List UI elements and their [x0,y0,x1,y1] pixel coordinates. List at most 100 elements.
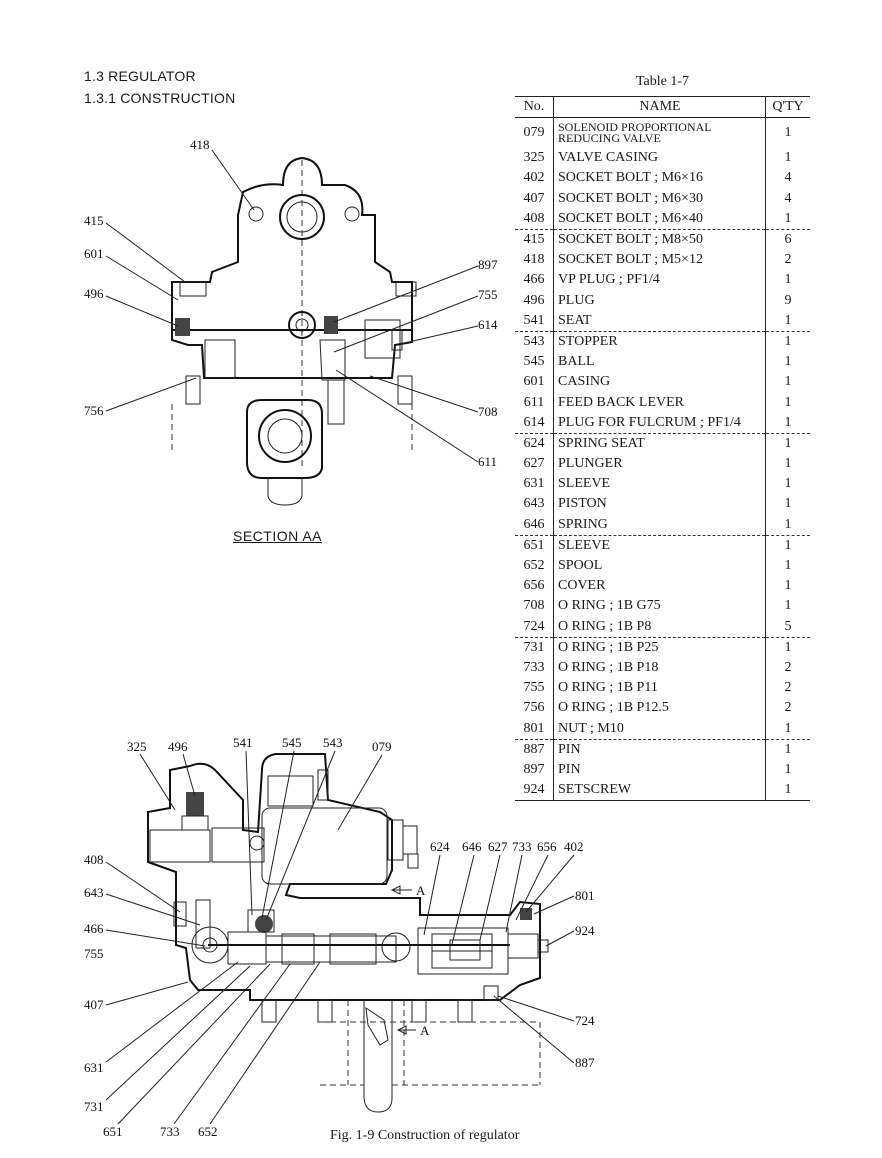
part-number-cell: 624 [515,433,554,454]
part-name-cell: O RING ; 1B G75 [558,598,661,614]
part-qty-cell: 1 [765,555,810,577]
callout-611: 611 [478,454,497,469]
table-header-row: No. NAME Q'TY [515,95,810,119]
part-name-cell: O RING ; 1B P12.5 [558,700,669,716]
part-number-cell: 652 [515,555,554,577]
callout-545: 545 [282,735,302,750]
part-qty-cell: 1 [765,352,810,373]
part-number-cell: 627 [515,454,554,475]
callout-801: 801 [575,888,595,903]
part-qty-cell: 1 [765,392,810,413]
part-qty-cell: 1 [765,454,810,475]
part-name-cell: BALL [558,354,595,370]
part-qty-cell: 1 [765,208,810,230]
part-name-cell: PLUG FOR FULCRUM ; PF1/4 [553,412,766,434]
callout-541: 541 [233,735,253,750]
part-name-cell: VALVE CASING [558,150,658,166]
part-name-cell: SOCKET BOLT ; M6×16 [558,170,703,186]
callout-543: 543 [323,735,343,750]
part-name-cell: PIN [558,761,581,777]
part-name-cell: SOLENOID PROPORTIONAL REDUCING VALVE [558,120,712,146]
callout-402: 402 [564,839,584,854]
part-number-cell: 079 [515,117,554,149]
part-number-cell: 643 [515,494,554,515]
callout-651: 651 [103,1124,123,1139]
section-heading: 1.3 REGULATOR [84,68,196,84]
part-qty-cell: 1 [765,514,810,536]
section-aa-label: SECTION AA [233,528,323,544]
callout-756: 756 [84,403,104,418]
callout-755-main: 755 [84,946,104,961]
part-name-cell: SPOOL [558,558,603,574]
part-number-cell: 543 [515,331,554,353]
part-name-cell: SPRING [553,514,766,536]
section-marker-a-top: A [416,883,426,898]
part-name-cell: SOCKET BOLT ; M6×30 [558,190,703,206]
callout-733-bottom: 733 [160,1124,180,1139]
part-qty-cell: 4 [765,188,810,209]
callout-646: 646 [462,839,482,854]
part-qty-cell: 1 [765,310,810,332]
callout-079: 079 [372,739,392,754]
part-number-cell: 656 [515,576,554,597]
part-number-cell: 418 [515,250,554,271]
part-number-cell: 496 [515,290,554,311]
part-number-cell: 631 [515,474,554,495]
part-qty-cell: 1 [765,412,810,434]
part-qty-cell: 2 [765,657,810,679]
header-no: No. [515,95,554,119]
part-name-cell: VP PLUG ; PF1/4 [558,272,660,288]
part-qty-cell: 1 [765,637,810,658]
part-qty-cell: 1 [765,270,810,291]
callout-897: 897 [478,257,498,272]
part-qty-cell: 1 [765,759,810,780]
part-name-cell: O RING ; 1B P18 [558,659,659,675]
part-number-cell: 651 [515,535,554,556]
part-qty-cell: 2 [765,678,810,699]
part-qty-cell: 1 [765,117,810,149]
callout-724: 724 [575,1013,595,1028]
part-name-cell: SOCKET BOLT ; M8×50 [558,232,703,248]
part-name-cell: SPRING SEAT [558,435,645,451]
part-name-cell: PLUG [558,292,595,308]
part-qty-cell: 1 [765,535,810,556]
callout-407: 407 [84,997,104,1012]
part-qty-cell: 1 [765,739,810,760]
part-name-cell: NUT ; M10 [553,718,766,740]
part-name-cell: O RING ; 1B P8 [553,616,766,638]
part-name-cell: PLUNGER [558,456,623,472]
part-number-cell: 611 [515,392,554,413]
part-qty-cell: 1 [765,474,810,495]
part-qty-cell: 1 [765,372,810,393]
section-aa-drawing: 418 415 601 496 756 897 755 614 708 611 [84,137,498,506]
part-qty-cell: 4 [765,168,810,189]
callout-755: 755 [478,287,498,302]
part-number-cell: 924 [515,780,554,802]
part-qty-cell: 6 [765,229,810,251]
callout-631: 631 [84,1060,104,1075]
part-qty-cell: 1 [765,718,810,740]
callout-466: 466 [84,921,104,936]
part-name-cell: CASING [558,374,611,390]
figure-caption: Fig. 1-9 Construction of regulator [330,1128,520,1143]
callout-496-main: 496 [168,739,188,754]
